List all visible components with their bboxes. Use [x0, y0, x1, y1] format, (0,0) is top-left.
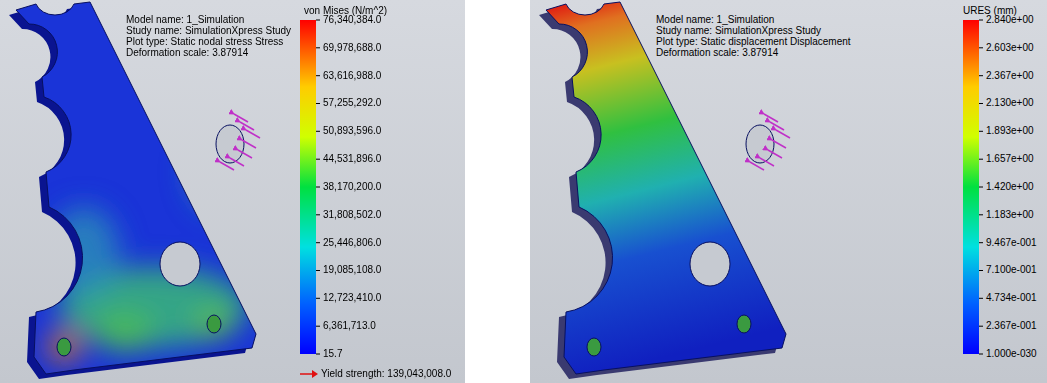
plot-info: Model name: 1_Simulation — [126, 14, 244, 25]
scale-value: 6,361,713.0 — [323, 320, 376, 331]
scale-value: 57,255,292.0 — [323, 97, 381, 108]
scale-value: 63,616,988.0 — [323, 70, 381, 81]
scale-value: 9.467e-001 — [986, 237, 1037, 248]
scale-value: 15.7 — [323, 348, 342, 359]
plot-info: Plot type: Static nodal stress Stress — [126, 36, 283, 47]
scale-value: 2.367e+00 — [986, 70, 1034, 81]
plot-background — [530, 0, 1047, 383]
scale-value: 2.130e+00 — [986, 97, 1034, 108]
scale-value: 7.100e-001 — [986, 264, 1037, 275]
scale-value: 19,085,108.0 — [323, 264, 381, 275]
plot-info: Deformation scale: 3.87914 — [656, 47, 778, 58]
scale-value: 2.367e-001 — [986, 320, 1037, 331]
plot-info: Study name: SimulationXpress Study — [656, 25, 821, 36]
scale-value: 1.420e+00 — [986, 181, 1034, 192]
scale-value: 1.893e+00 — [986, 125, 1034, 136]
scale-value: 50,893,596.0 — [323, 125, 381, 136]
plot-info: Model name: 1_Simulation — [656, 14, 774, 25]
scale-value: 1.000e-030 — [986, 348, 1037, 359]
scale-value: 1.657e+00 — [986, 153, 1034, 164]
scale-value: 4.734e-001 — [986, 292, 1037, 303]
yield-arrow — [300, 370, 318, 378]
displacement-part — [534, 2, 794, 382]
scale-value: 25,446,806.0 — [323, 237, 381, 248]
scale-value: 44,531,896.0 — [323, 153, 381, 164]
scale-value: 12,723,410.0 — [323, 292, 381, 303]
plot-background — [0, 0, 465, 383]
plot-info: Plot type: Static displacement Displacem… — [656, 36, 851, 47]
tick-marks — [979, 20, 983, 354]
color-bar — [300, 20, 316, 354]
color-bar — [963, 20, 979, 354]
scale-value: 2.603e+00 — [986, 42, 1034, 53]
scale-value: 69,978,688.0 — [323, 42, 381, 53]
scale-value: 76,340,384.0 — [323, 14, 381, 25]
scale-value: 31,808,502.0 — [323, 209, 381, 220]
scale-value: 2.840e+00 — [986, 14, 1034, 25]
plot-info: Deformation scale: 3.87914 — [126, 47, 248, 58]
stress-part — [4, 2, 264, 382]
tick-marks — [316, 20, 320, 354]
scale-value: 38,170,200.0 — [323, 181, 381, 192]
scale-value: 1.183e+00 — [986, 209, 1034, 220]
yield-strength: Yield strength: 139,043,008.0 — [321, 368, 451, 379]
plot-info: Study name: SimulationXpress Study — [126, 25, 291, 36]
